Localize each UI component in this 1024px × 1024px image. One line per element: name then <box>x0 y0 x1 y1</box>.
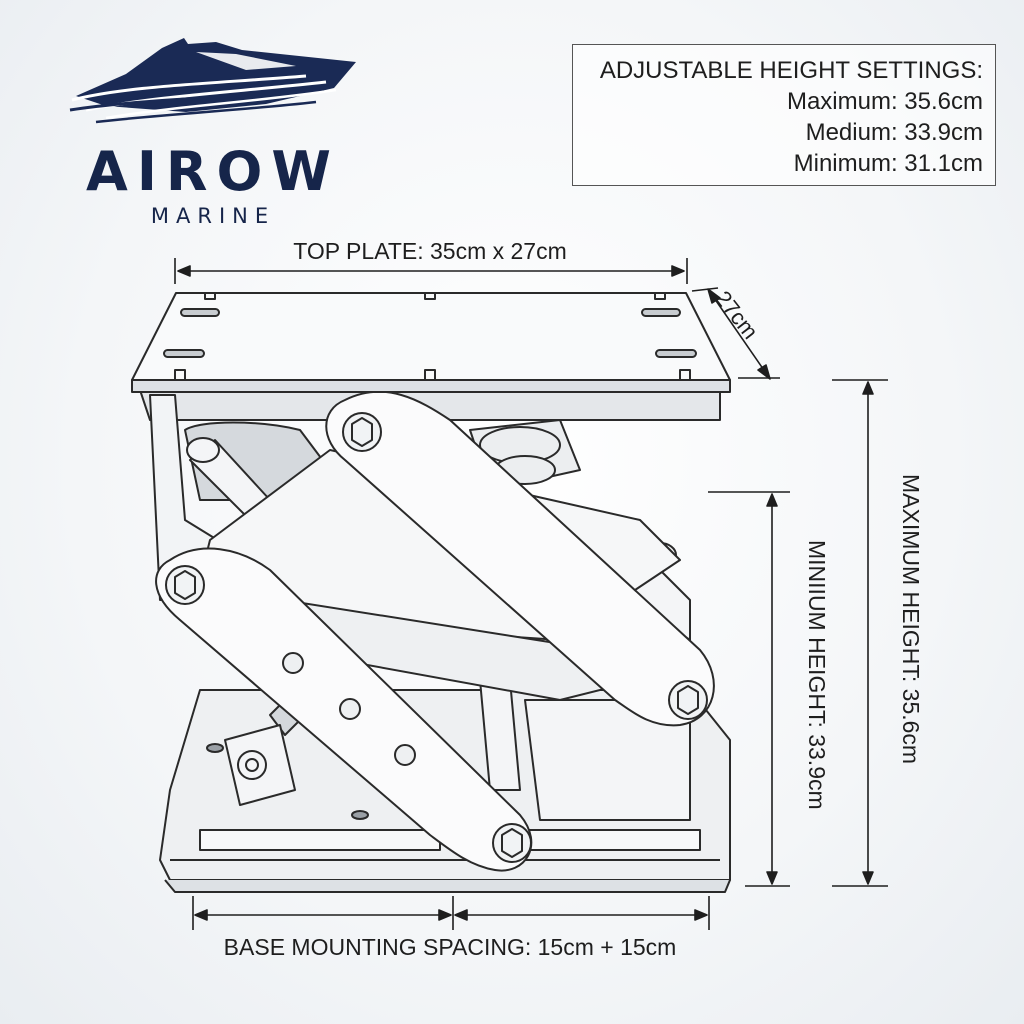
settings-minimum: Minimum: 31.1cm <box>793 150 983 177</box>
lower-bracket <box>224 699 691 821</box>
settings-title: ADJUSTABLE HEIGHT SETTINGS: <box>599 57 983 84</box>
height-settings-panel: ADJUSTABLE HEIGHT SETTINGS: Maximum: 35.… <box>572 44 996 186</box>
settings-maximum: Maximum: 35.6cm <box>786 88 983 115</box>
pivot-bolts <box>165 412 708 863</box>
base-spacing-label: BASE MOUNTING SPACING: 15cm + 15cm <box>223 934 677 960</box>
top-plate <box>131 292 731 393</box>
brand-subtitle: MARINE <box>150 204 276 228</box>
dimension-lines <box>174 258 888 930</box>
boat-logo-icon <box>69 38 356 124</box>
top-plate-dimension-label: TOP PLATE: 35cm x 27cm <box>293 238 567 264</box>
maximum-height-label: MAXIMUM HEIGHT: 35.6cm <box>898 474 924 765</box>
settings-medium: Medium: 33.9cm <box>805 119 983 146</box>
minimum-height-label: MINIIUM HEIGHT: 33.9cm <box>804 540 830 810</box>
scissor-arm-front <box>155 390 715 872</box>
brand-name: AIROW <box>86 140 340 203</box>
